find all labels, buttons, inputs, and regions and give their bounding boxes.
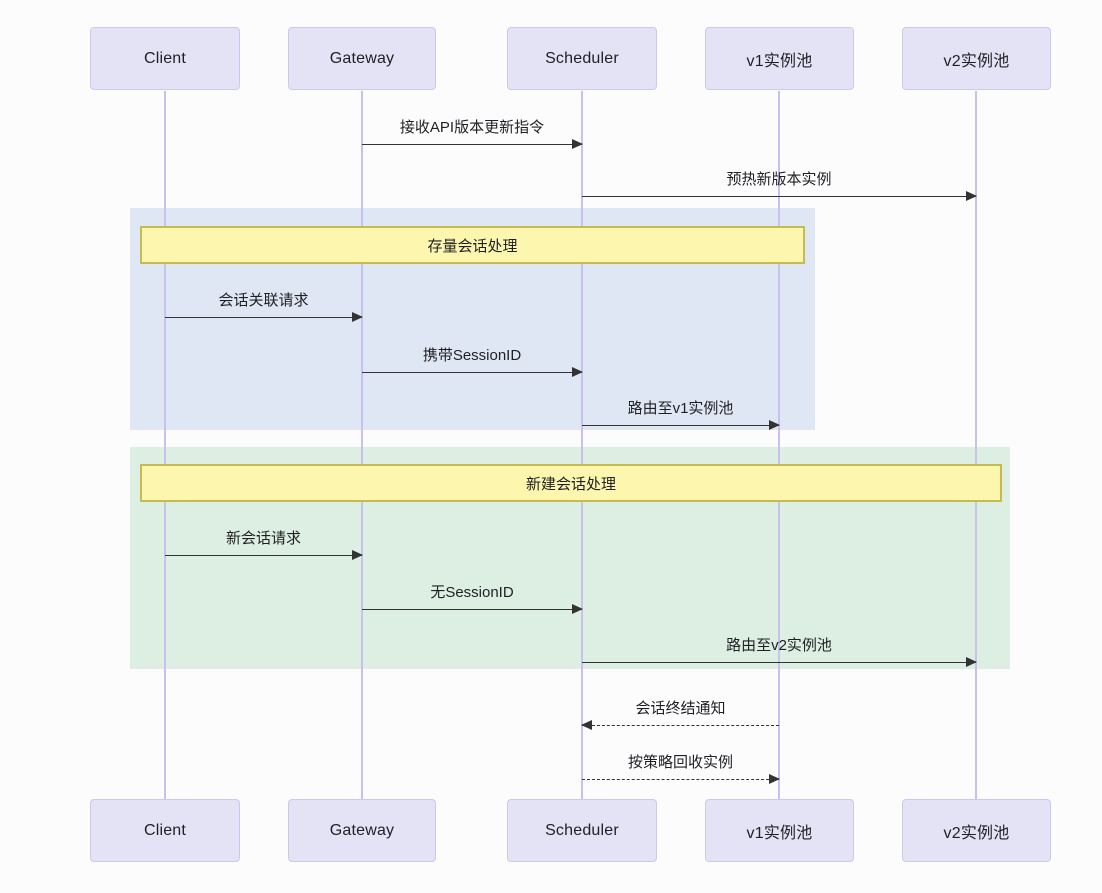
message-line — [582, 779, 779, 780]
participant-box-v2pool-bottom[interactable]: v2实例池 — [902, 799, 1051, 862]
group-banner-new-session: 新建会话处理 — [140, 464, 1002, 502]
arrowhead-icon — [572, 604, 583, 614]
message-line — [582, 196, 976, 197]
message-label: 会话终结通知 — [635, 700, 726, 717]
lifeline-client — [164, 91, 166, 800]
participant-label: v1实例池 — [746, 52, 813, 70]
participant-label: Gateway — [329, 821, 395, 839]
participant-label: Scheduler — [545, 821, 619, 839]
message-line — [362, 609, 582, 610]
message-label: 无SessionID — [430, 584, 514, 601]
message-label: 接收API版本更新指令 — [399, 119, 545, 136]
lifeline-gateway — [361, 91, 363, 800]
participant-box-gateway-top[interactable]: Gateway — [288, 27, 436, 90]
arrowhead-icon — [352, 312, 363, 322]
participant-box-scheduler-bottom[interactable]: Scheduler — [507, 799, 657, 862]
participant-label: Scheduler — [545, 49, 619, 67]
arrowhead-icon — [572, 139, 583, 149]
message-label: 按策略回收实例 — [627, 754, 733, 771]
arrowhead-icon — [581, 720, 592, 730]
group-banner-label: 存量会话处理 — [427, 237, 518, 255]
participant-box-scheduler-top[interactable]: Scheduler — [507, 27, 657, 90]
participant-label: v2实例池 — [943, 824, 1010, 842]
message-label: 会话关联请求 — [218, 292, 309, 309]
participant-label: v1实例池 — [746, 824, 813, 842]
arrowhead-icon — [769, 420, 780, 430]
message-line — [362, 144, 582, 145]
message-line — [582, 425, 779, 426]
participant-label: Client — [143, 821, 187, 839]
message-line — [582, 725, 779, 726]
participant-box-client-bottom[interactable]: Client — [90, 799, 240, 862]
arrowhead-icon — [966, 657, 977, 667]
participant-box-gateway-bottom[interactable]: Gateway — [288, 799, 436, 862]
message-line — [165, 317, 362, 318]
message-label: 预热新版本实例 — [726, 171, 832, 188]
message-label: 路由至v2实例池 — [726, 637, 832, 654]
participant-box-v2pool-top[interactable]: v2实例池 — [902, 27, 1051, 90]
participant-label: v2实例池 — [943, 52, 1010, 70]
group-banner-label: 新建会话处理 — [525, 475, 616, 493]
message-line — [362, 372, 582, 373]
message-line — [165, 555, 362, 556]
participant-box-client-top[interactable]: Client — [90, 27, 240, 90]
arrowhead-icon — [966, 191, 977, 201]
message-label: 路由至v1实例池 — [627, 400, 734, 417]
lifeline-scheduler — [581, 91, 583, 800]
message-label: 携带SessionID — [422, 347, 522, 364]
message-label: 新会话请求 — [225, 530, 301, 547]
arrowhead-icon — [572, 367, 583, 377]
message-line — [582, 662, 976, 663]
lifeline-v1pool — [778, 91, 780, 800]
participant-label: Client — [143, 49, 187, 67]
arrowhead-icon — [352, 550, 363, 560]
group-banner-existing-session: 存量会话处理 — [140, 226, 805, 264]
lifeline-v2pool — [975, 91, 977, 800]
participant-label: Gateway — [329, 49, 395, 67]
participant-box-v1pool-bottom[interactable]: v1实例池 — [705, 799, 854, 862]
participant-box-v1pool-top[interactable]: v1实例池 — [705, 27, 854, 90]
arrowhead-icon — [769, 774, 780, 784]
